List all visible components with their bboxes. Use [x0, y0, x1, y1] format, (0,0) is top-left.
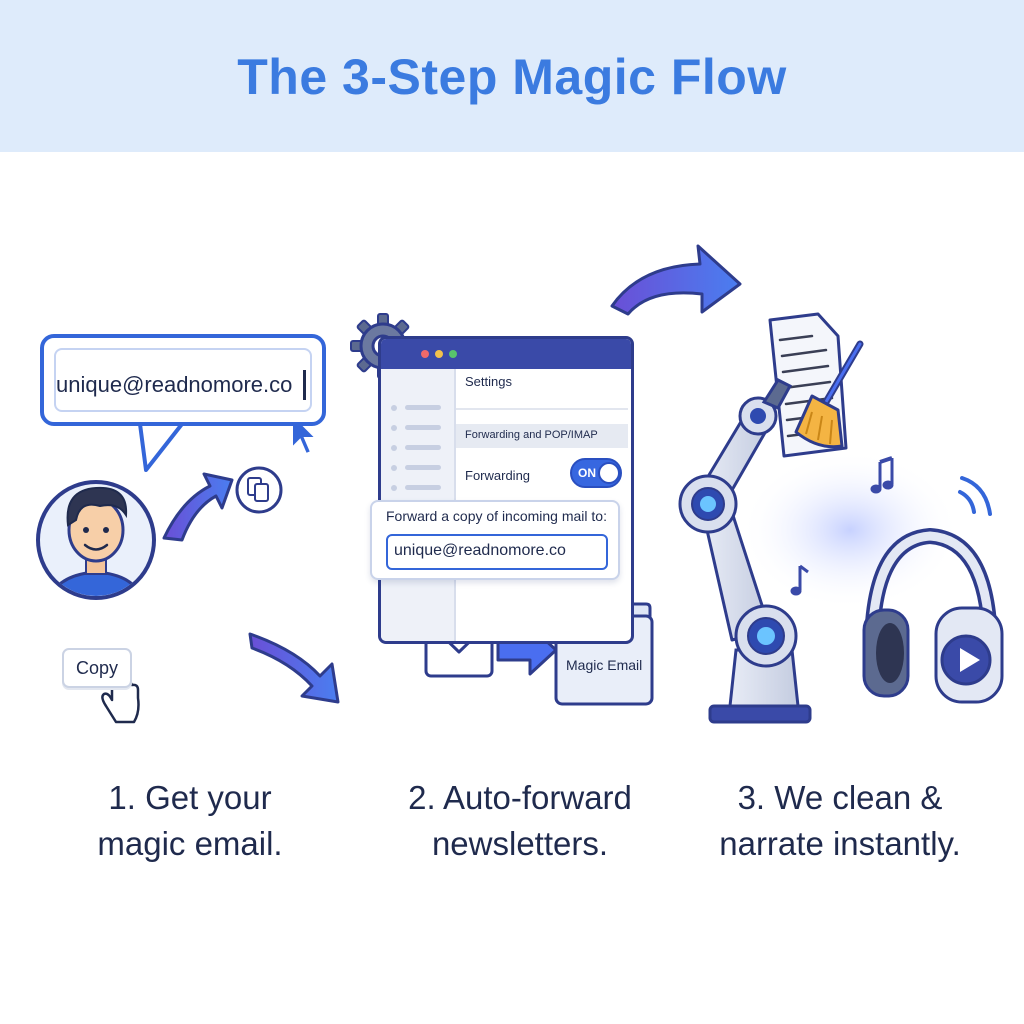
wifi-icon — [958, 476, 992, 516]
maximize-dot[interactable] — [449, 350, 457, 358]
minimize-dot[interactable] — [435, 350, 443, 358]
step1-caption: 1. Get your magic email. — [40, 775, 340, 867]
step2-caption-line1: 2. Auto-forward — [408, 779, 632, 816]
toggle-state: ON — [578, 466, 596, 480]
window-titlebar — [381, 339, 631, 369]
toggle-knob[interactable] — [598, 462, 620, 484]
email-bubble — [40, 334, 326, 426]
play-icon — [960, 648, 980, 672]
forward-prompt: Forward a copy of incoming mail to: — [386, 508, 607, 524]
robot-arm-icon — [678, 378, 812, 724]
step3-caption-line2: narrate instantly. — [719, 825, 961, 862]
forward-address-input[interactable] — [386, 534, 608, 570]
music-note-icon — [870, 456, 894, 494]
email-field-frame[interactable] — [54, 348, 312, 412]
step2-caption: 2. Auto-forward newsletters. — [360, 775, 680, 867]
arrow-icon — [610, 244, 742, 316]
arrow-icon — [162, 472, 234, 542]
forwarding-label: Forwarding — [465, 468, 531, 483]
step3-caption: 3. We clean & narrate instantly. — [690, 775, 990, 867]
step2-caption-line2: newsletters. — [431, 825, 609, 862]
divider — [456, 408, 628, 410]
copy-button[interactable]: Copy — [62, 648, 132, 688]
settings-heading: Settings — [465, 374, 512, 389]
broom-icon — [794, 340, 864, 449]
title-banner — [0, 0, 1024, 152]
music-note-icon — [790, 564, 809, 596]
step1-caption-line2: magic email. — [97, 825, 283, 862]
page-title: The 3-Step Magic Flow — [237, 49, 787, 105]
forwarding-section-label: Forwarding and POP/IMAP — [465, 429, 598, 441]
bubble-tail — [138, 422, 184, 472]
forward-address-value: unique@readnomore.co — [394, 542, 566, 559]
avatar — [36, 480, 156, 600]
step1-caption-line1: 1. Get your — [108, 779, 272, 816]
close-dot[interactable] — [421, 350, 429, 358]
text-caret — [303, 370, 306, 400]
copy-icon — [235, 466, 283, 514]
folder-label: Magic Email — [566, 657, 643, 673]
step3-caption-line1: 3. We clean & — [737, 779, 943, 816]
magic-email-address[interactable]: unique@readnomore.co — [56, 372, 293, 397]
arrow-icon — [248, 632, 340, 704]
forwarding-section-tab[interactable] — [456, 424, 628, 448]
sound-wave-icon — [764, 466, 908, 594]
